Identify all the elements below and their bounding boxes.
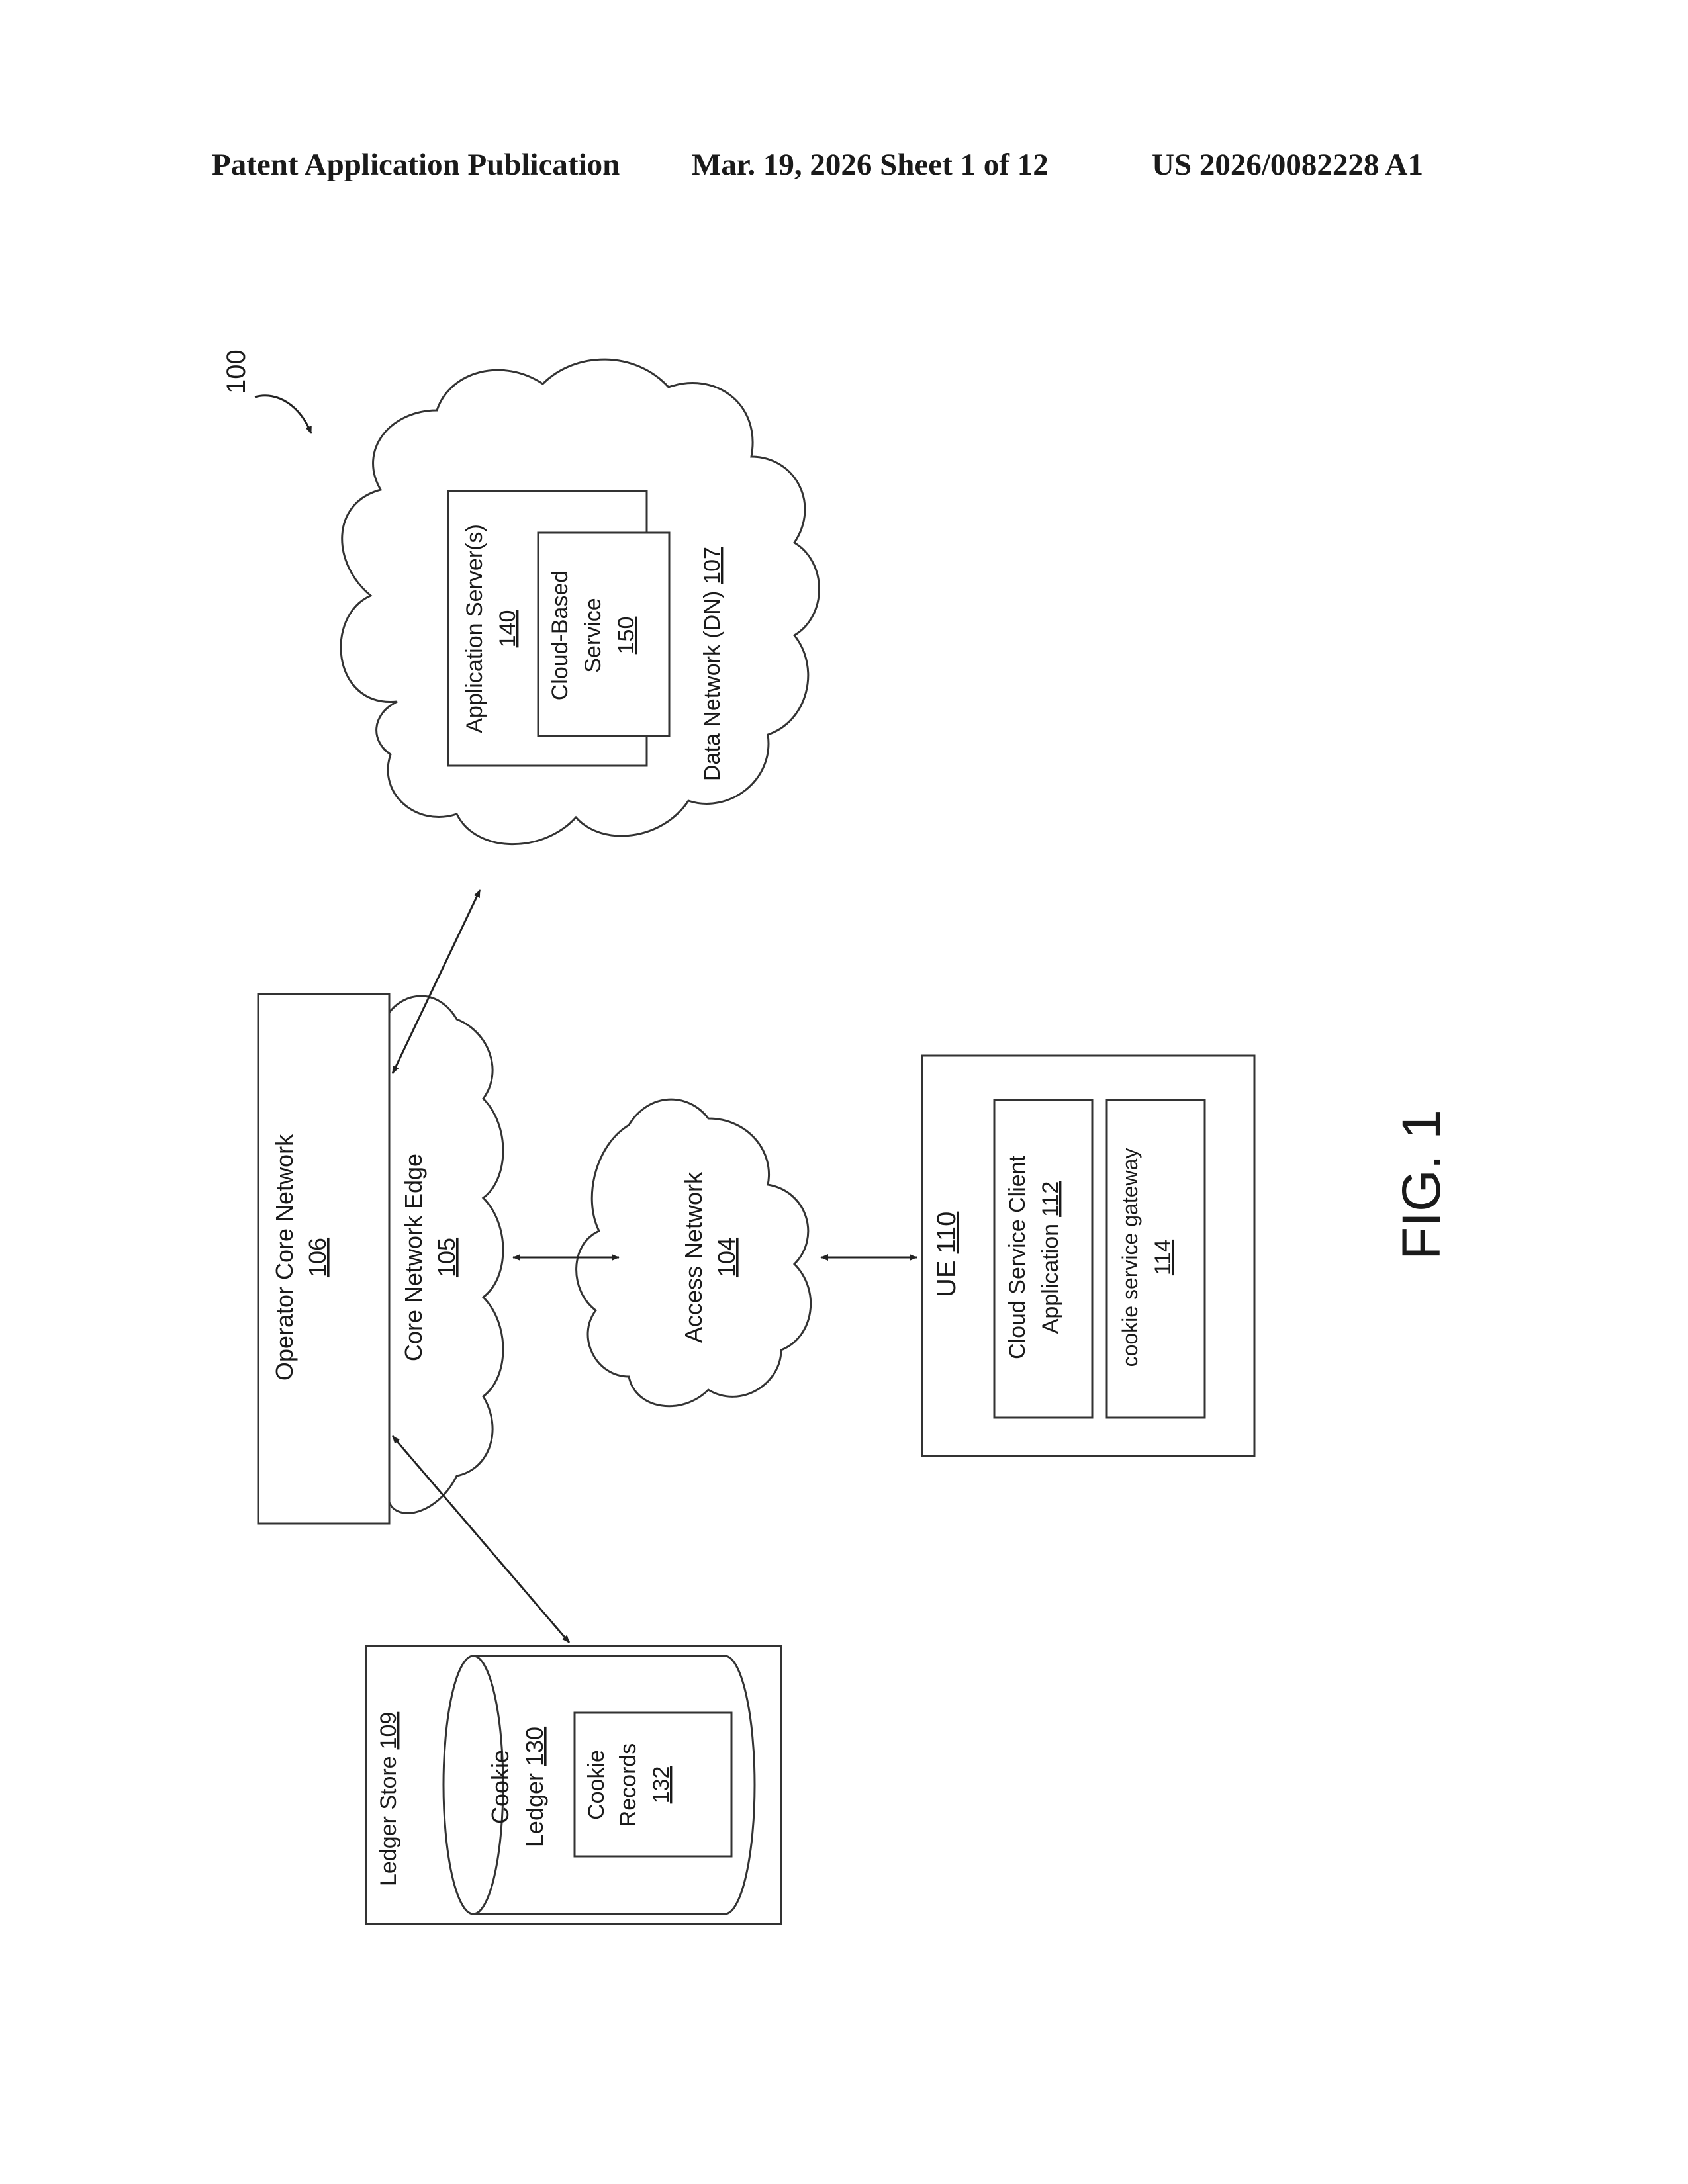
cloud-based-service-ref: 150 (614, 617, 639, 655)
connector-edge-to-ledger (393, 1436, 569, 1643)
cookie-ledger-line1: Cookie (487, 1750, 514, 1824)
application-servers-label: Application Server(s) (462, 524, 487, 733)
application-servers-ref: 140 (495, 610, 520, 648)
operator-core-network-label: Operator Core Network (271, 1134, 298, 1381)
cloud-based-service-line2: Service (581, 598, 606, 672)
cookie-records-ref: 132 (649, 1766, 674, 1804)
figure-ref-label: 100 (222, 349, 251, 394)
figure-ref-arrow (255, 396, 311, 433)
core-network-edge-ref: 105 (433, 1238, 460, 1277)
cloud-service-client-line1: Cloud Service Client (1005, 1155, 1030, 1359)
access-network-ref: 104 (713, 1238, 740, 1277)
cloud-service-client-line2: Application112 (1038, 1181, 1063, 1334)
operator-core-network-ref: 106 (304, 1238, 331, 1277)
cookie-service-gateway-label: cookie service gateway (1118, 1148, 1142, 1367)
access-network-label: Access Network (680, 1171, 707, 1343)
ledger-store-label: Ledger Store109 (376, 1712, 401, 1886)
ue-label: UE110 (932, 1212, 961, 1297)
core-network-edge-label: Core Network Edge (400, 1154, 427, 1361)
cloud-based-service-line1: Cloud-Based (547, 570, 573, 701)
data-network-label: Data Network (DN)107 (700, 547, 725, 781)
cookie-records-line1: Cookie (584, 1750, 609, 1820)
cookie-service-gateway-ref: 114 (1150, 1240, 1176, 1275)
figure-caption: FIG. 1 (1391, 1109, 1452, 1260)
cookie-ledger-line2: Ledger130 (521, 1727, 548, 1847)
cookie-records-line2: Records (616, 1743, 641, 1827)
